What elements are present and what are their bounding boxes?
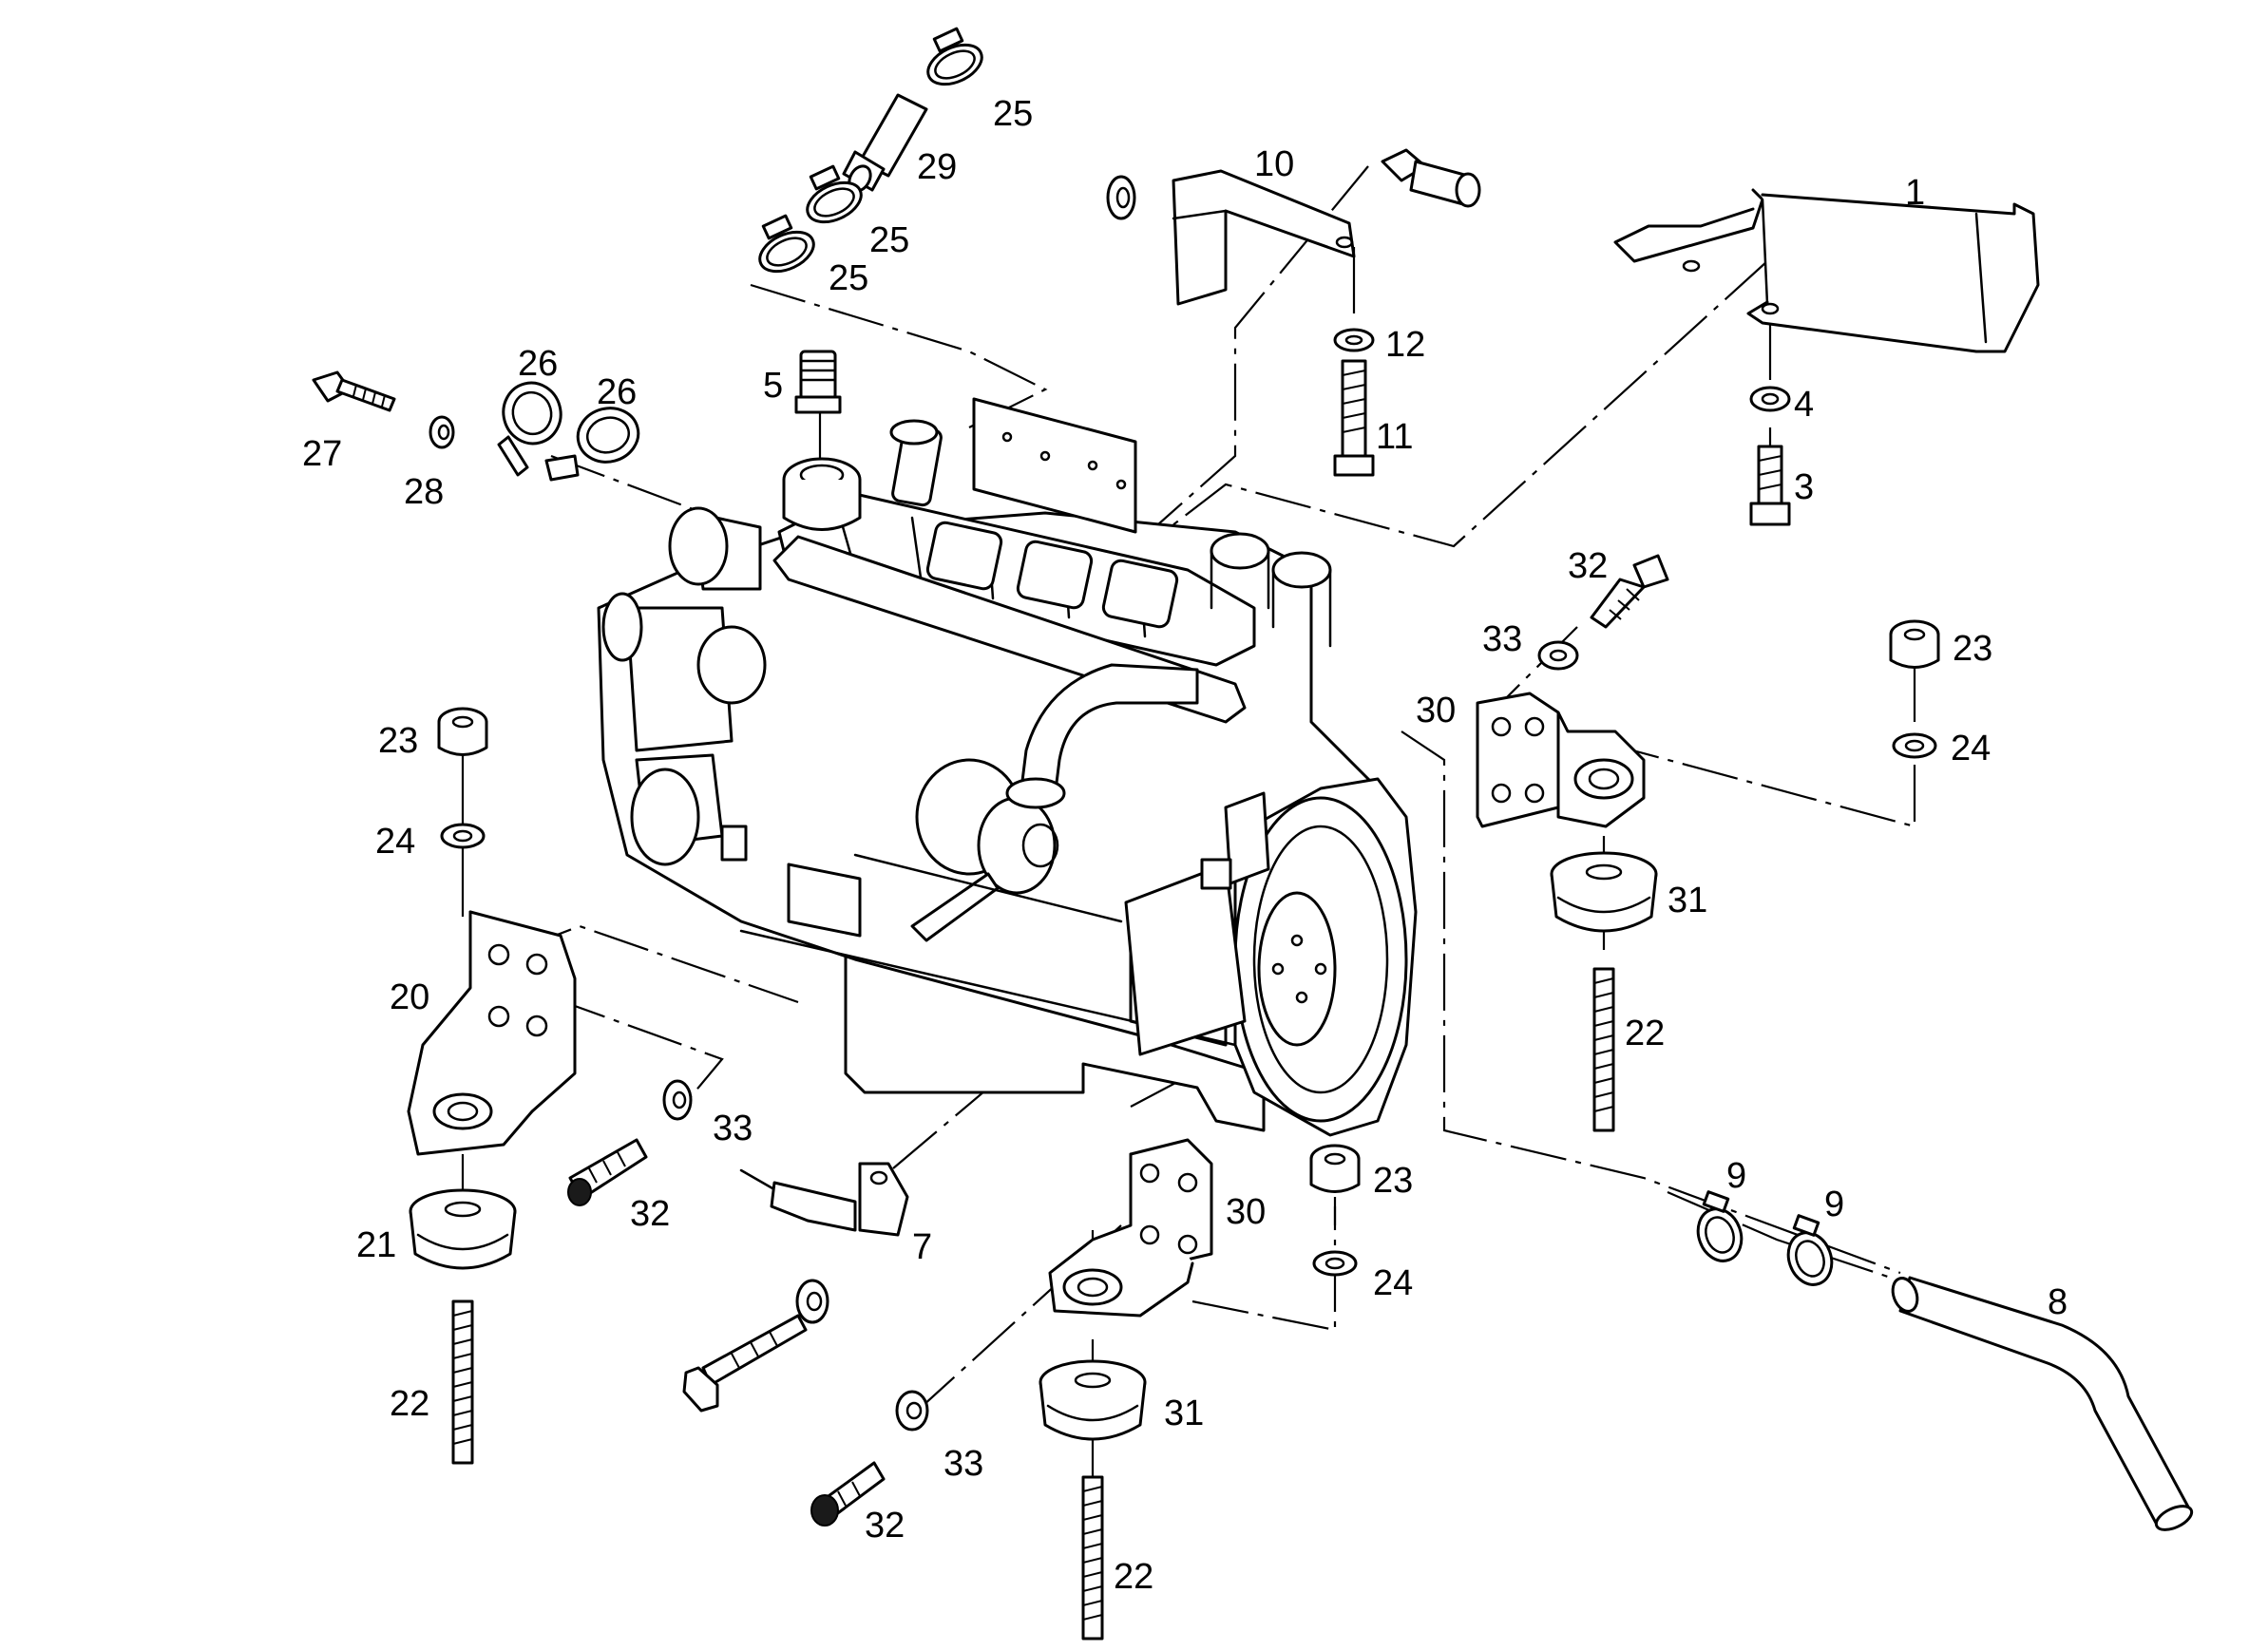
callout-21: 21 bbox=[356, 1225, 396, 1265]
callout-33: 33 bbox=[943, 1444, 983, 1484]
callout-11: 11 bbox=[1376, 417, 1413, 457]
turbocharger bbox=[910, 758, 1066, 942]
washer-33-lower bbox=[895, 1390, 929, 1432]
washer-12 bbox=[1333, 328, 1375, 352]
callout-31: 31 bbox=[1164, 1394, 1204, 1433]
callout-26: 26 bbox=[597, 372, 637, 412]
callout-24: 24 bbox=[1373, 1263, 1413, 1303]
hose-29 bbox=[842, 93, 928, 193]
callout-31: 31 bbox=[1668, 881, 1707, 920]
callout-labels: 25 29 25 25 10 1 12 4 26 26 5 11 27 28 3… bbox=[302, 94, 2068, 1597]
engine-mount-bracket-30-lower bbox=[1048, 1138, 1213, 1318]
bolt-32-lower bbox=[810, 1461, 886, 1527]
washer-28 bbox=[429, 415, 455, 449]
callout-25: 25 bbox=[993, 94, 1033, 134]
starter-motor bbox=[1124, 791, 1270, 1056]
turbo-pipe bbox=[1020, 663, 1199, 800]
callout-28: 28 bbox=[404, 472, 444, 512]
callout-32: 32 bbox=[865, 1506, 905, 1546]
stud-22-lower bbox=[1081, 1475, 1104, 1641]
washer-10-left bbox=[1106, 175, 1136, 220]
callout-23: 23 bbox=[1373, 1161, 1413, 1201]
callout-22: 22 bbox=[390, 1384, 429, 1424]
bracket-10 bbox=[1172, 169, 1356, 306]
callout-29: 29 bbox=[917, 147, 957, 187]
callout-7: 7 bbox=[912, 1227, 932, 1267]
engine-mount-bracket-20 bbox=[407, 910, 577, 1156]
top-plate bbox=[972, 397, 1137, 534]
oil-filler-cap bbox=[889, 419, 943, 507]
cylinder-caps bbox=[925, 521, 1179, 629]
washer-24-lower bbox=[1312, 1250, 1358, 1277]
pipe-clamp-26-left bbox=[497, 381, 562, 477]
bracket-1 bbox=[1613, 188, 2040, 353]
hose-clamp-25-bottom bbox=[758, 214, 815, 274]
callout-5: 5 bbox=[763, 366, 783, 406]
air-intake-tubes bbox=[1210, 532, 1332, 648]
fitting-5 bbox=[794, 350, 842, 414]
nut-23-lower bbox=[1309, 1144, 1361, 1193]
washer-24-upper-right bbox=[1892, 732, 1937, 759]
rubber-mount-21 bbox=[409, 1188, 517, 1270]
flywheel-housing bbox=[1233, 777, 1418, 1137]
callout-24: 24 bbox=[375, 822, 415, 862]
pipe-clamp-26-right bbox=[544, 407, 640, 482]
callout-32: 32 bbox=[1568, 546, 1608, 586]
callout-33: 33 bbox=[713, 1109, 753, 1148]
bolt-7 bbox=[682, 1314, 808, 1413]
washer-33-upper-right bbox=[1537, 640, 1579, 671]
rubber-mount-31-upper bbox=[1550, 851, 1658, 933]
coolant-hose-8 bbox=[1891, 1276, 2194, 1531]
thermostat-housing bbox=[782, 457, 862, 531]
callout-12: 12 bbox=[1385, 325, 1425, 365]
callout-4: 4 bbox=[1794, 385, 1814, 425]
washer-4 bbox=[1749, 386, 1791, 412]
callout-33: 33 bbox=[1482, 619, 1522, 659]
callout-30: 30 bbox=[1226, 1192, 1266, 1232]
speed-sensor-7 bbox=[739, 1162, 909, 1237]
callout-26: 26 bbox=[518, 344, 558, 384]
callout-30: 30 bbox=[1416, 691, 1456, 730]
callout-9: 9 bbox=[1824, 1185, 1844, 1224]
stud-22-upper-right bbox=[1592, 967, 1615, 1132]
bolt-3 bbox=[1749, 445, 1791, 526]
callout-20: 20 bbox=[390, 977, 429, 1017]
callout-23: 23 bbox=[1953, 629, 1992, 669]
callout-23: 23 bbox=[378, 721, 418, 761]
callout-10: 10 bbox=[1254, 144, 1294, 184]
callout-27: 27 bbox=[302, 434, 342, 474]
adapter-fitting-10 bbox=[1381, 148, 1481, 208]
bolt-32-upper-right bbox=[1590, 554, 1669, 629]
callout-24: 24 bbox=[1951, 729, 1991, 768]
stud-22-left bbox=[451, 1299, 474, 1465]
hose-clamp-9-right bbox=[1786, 1214, 1834, 1286]
callout-3: 3 bbox=[1794, 467, 1814, 507]
bolt-11 bbox=[1333, 359, 1375, 477]
front-accessories bbox=[601, 506, 767, 866]
engine-mount-bracket-30-upper bbox=[1476, 692, 1646, 828]
nut-23-upper-right bbox=[1889, 619, 1940, 669]
callout-25: 25 bbox=[829, 258, 868, 298]
callout-22: 22 bbox=[1625, 1014, 1665, 1053]
callout-25: 25 bbox=[869, 220, 909, 260]
hose-clamp-9-left bbox=[1696, 1190, 1744, 1262]
nut-23-left bbox=[437, 707, 488, 756]
callout-22: 22 bbox=[1114, 1557, 1153, 1597]
engine-assembly bbox=[597, 397, 1418, 1137]
washer-33-left bbox=[662, 1079, 693, 1121]
bolt-27 bbox=[312, 370, 396, 412]
callout-9: 9 bbox=[1726, 1156, 1746, 1196]
callout-1: 1 bbox=[1905, 173, 1925, 213]
washer-24-left bbox=[440, 823, 486, 849]
callout-8: 8 bbox=[2048, 1282, 2068, 1322]
bolt-32-left bbox=[567, 1138, 648, 1206]
hose-clamp-25-top bbox=[926, 27, 983, 86]
rubber-mount-31-lower bbox=[1039, 1359, 1147, 1441]
hose-clamp-25-middle bbox=[806, 164, 863, 224]
block-mount-pad-left bbox=[787, 863, 862, 938]
callout-32: 32 bbox=[630, 1194, 670, 1234]
washer-7 bbox=[795, 1279, 829, 1324]
